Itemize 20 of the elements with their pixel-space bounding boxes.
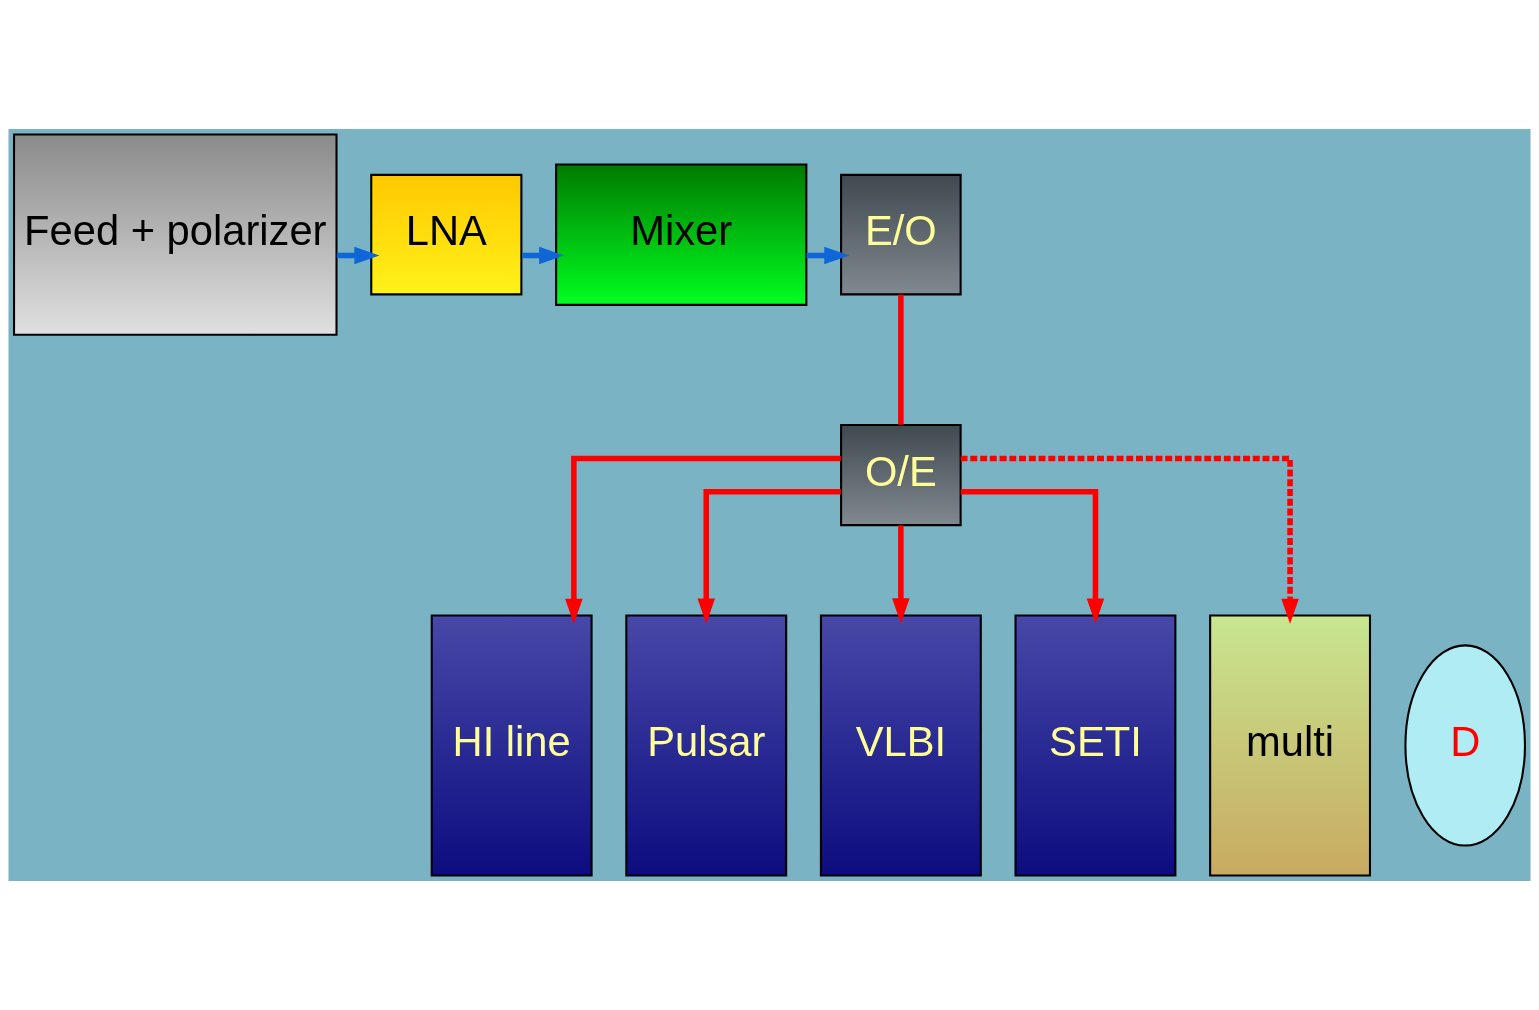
node-box: O/E <box>840 424 962 527</box>
node-box: LNA <box>370 173 523 296</box>
node-box: Pulsar <box>625 614 788 877</box>
node-box: VLBI <box>819 614 982 877</box>
node-ellipse: D <box>1404 644 1527 847</box>
node-box: E/O <box>840 173 962 296</box>
arrow <box>960 489 1105 624</box>
node-box: HI line <box>430 614 593 877</box>
arrow <box>336 246 380 265</box>
node-box: Feed + polarizer <box>12 133 338 336</box>
node-box: Mixer <box>555 163 808 306</box>
connector <box>898 294 904 425</box>
node-box: SETI <box>1014 614 1177 877</box>
arrow <box>521 246 565 265</box>
arrow <box>806 246 850 265</box>
arrow <box>565 455 841 624</box>
arrow <box>892 525 910 624</box>
node-box: multi <box>1209 614 1372 877</box>
arrow <box>960 455 1299 624</box>
arrow <box>697 489 841 624</box>
